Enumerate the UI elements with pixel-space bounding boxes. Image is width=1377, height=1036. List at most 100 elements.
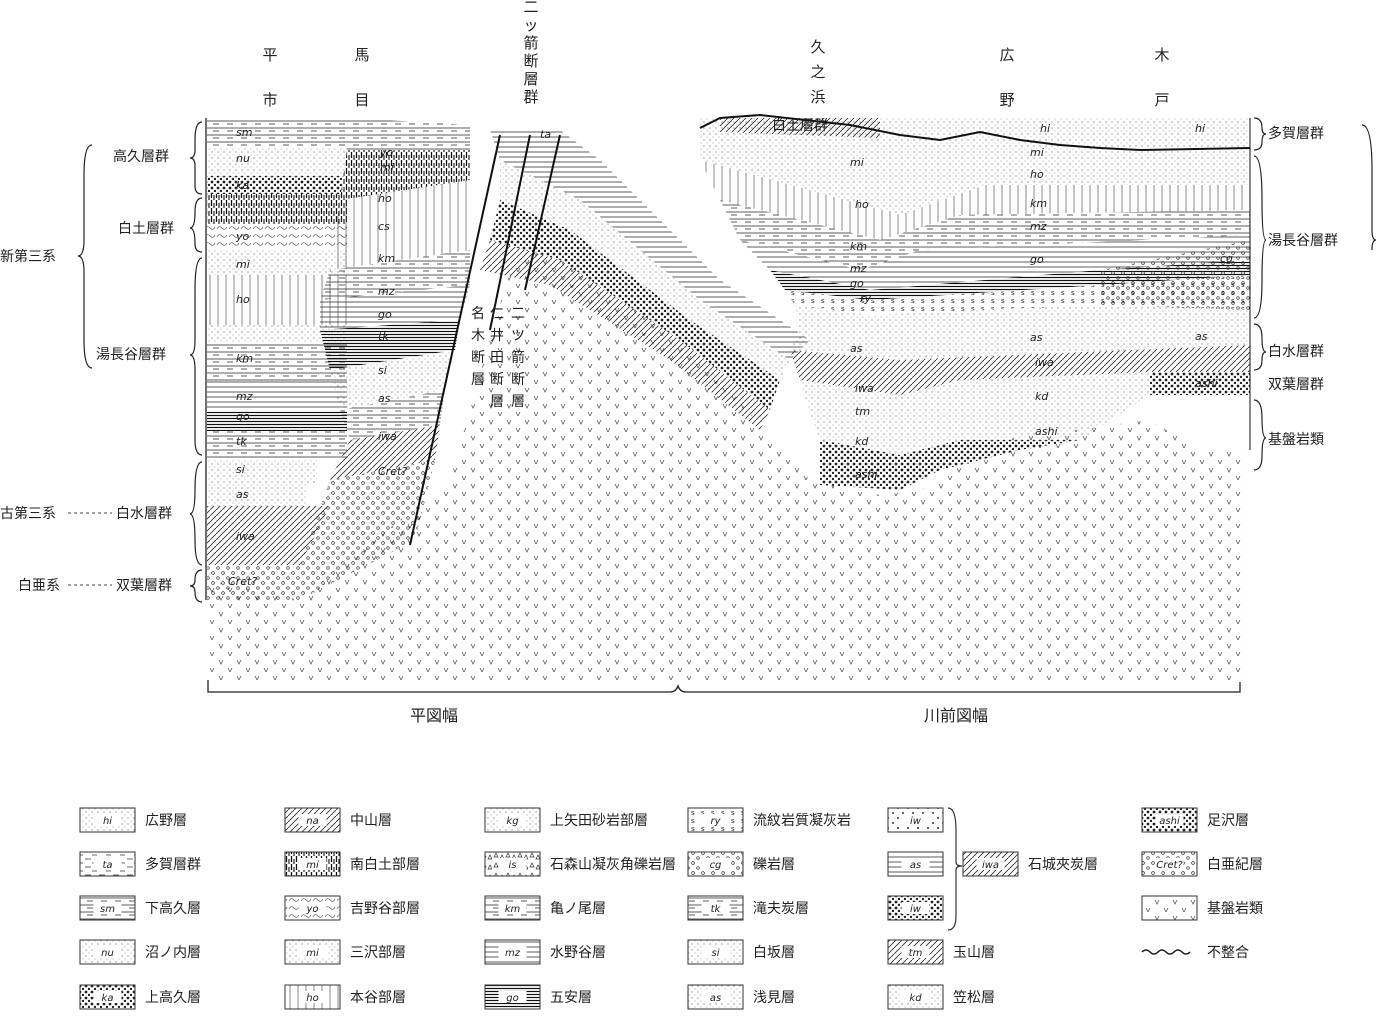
unit-code: yo — [379, 146, 394, 159]
futatsuya-fault-char: 層 — [511, 394, 525, 410]
legend-label: 白坂層 — [753, 945, 795, 961]
legend-swatch: ho — [284, 984, 341, 1010]
fault-line-1 — [409, 134, 501, 546]
legend-code-bg — [901, 902, 930, 914]
unit-code: as — [236, 488, 249, 501]
legend-label: 三沢部層 — [350, 945, 406, 961]
unit-code: cg — [1220, 252, 1233, 265]
unit-code: Cret? — [228, 575, 257, 588]
legend-label: 吉野谷部層 — [350, 901, 420, 917]
unit-code: kd — [855, 435, 869, 448]
unit-code: si — [378, 364, 387, 377]
place-name-char: 野 — [999, 91, 1014, 109]
legend-label: 笠松層 — [953, 990, 995, 1006]
fault-name-char: 断 — [490, 372, 504, 388]
legend-swatch: km — [484, 895, 541, 921]
place-name-char: 久 — [810, 38, 825, 56]
legend-code: si — [712, 948, 720, 959]
legend-code-bg — [498, 814, 527, 826]
unit-code: mz — [378, 285, 395, 298]
fault-name-char: 層 — [471, 372, 485, 388]
legend-code-bg — [93, 902, 122, 914]
fault-name-char: 層 — [490, 394, 504, 410]
group-label-yunagaya-right: 湯長谷層群 — [1268, 232, 1338, 249]
legend-swatch — [1141, 949, 1191, 955]
legend-swatch: iw — [887, 895, 944, 921]
place-name-char: 群 — [523, 88, 538, 106]
legend-code-bg — [498, 902, 527, 914]
legend-label: 多賀層群 — [145, 856, 201, 873]
group-label-basement-right: 基盤岩類 — [1268, 431, 1324, 448]
left-block-strata — [207, 118, 347, 600]
group-label-takaku: 高久層群 — [113, 148, 169, 165]
legend-swatch: ashi — [1141, 807, 1198, 833]
legend-brace-iwaki — [947, 807, 963, 931]
unit-code: ashi — [1035, 425, 1058, 438]
place-name-char: 馬 — [354, 46, 369, 64]
fault-name-char: 仁 — [490, 306, 504, 322]
right-basin-strata — [700, 118, 1250, 490]
system-label-cretaceous: 白亜系 — [18, 578, 60, 594]
unit-code: ho — [855, 198, 869, 211]
unit-code: km — [378, 252, 395, 265]
place-name-char: 之 — [810, 63, 825, 81]
legend-label: 本谷部層 — [350, 990, 406, 1006]
legend-code: iw — [910, 816, 922, 827]
legend-code: cg — [710, 860, 722, 871]
legend-code-bg — [1155, 814, 1184, 826]
legend-label: 中山層 — [350, 813, 392, 829]
legend-swatch: hi — [79, 807, 136, 833]
unit-code: ka — [236, 179, 249, 192]
unit-code: as — [850, 342, 863, 355]
legend-label: 上矢田砂岩部層 — [550, 813, 648, 829]
legend-code: kd — [909, 993, 922, 1004]
legend-label: 足沢層 — [1207, 813, 1249, 829]
legend-swatch: kd — [887, 984, 944, 1010]
legend-code-bg — [701, 814, 730, 826]
legend-code: mz — [505, 948, 521, 959]
brace-neogene-right — [1361, 124, 1377, 251]
unit-code: si — [236, 463, 245, 476]
sheet-label-taira: 平図幅 — [410, 706, 458, 725]
legend-code-bg — [298, 814, 327, 826]
legend-code-bg — [298, 946, 327, 958]
legend-code: nu — [101, 948, 114, 959]
legend-code-bg — [498, 991, 527, 1003]
legend-swatch: yo — [284, 895, 341, 921]
legend-code-bg — [701, 991, 730, 1003]
unit-code: kd — [1035, 390, 1049, 403]
futatsuya-fault-char: 箭 — [511, 349, 525, 366]
unit-code: km — [850, 240, 867, 253]
unit-code: sm — [236, 126, 252, 139]
legend-swatch: sm — [79, 895, 136, 921]
legend-code: as — [910, 860, 921, 871]
legend-label: 不整合 — [1207, 945, 1249, 961]
unit-code: iwa — [855, 382, 874, 395]
legend-code: mi — [306, 860, 319, 871]
unit-code: go — [378, 308, 392, 321]
legend-code: iwa — [982, 860, 999, 871]
fault-name-char: 名 — [471, 306, 485, 322]
legend-code: na — [306, 816, 318, 827]
legend-label: 白亜紀層 — [1207, 857, 1263, 873]
unit-code: ho — [236, 293, 250, 306]
legend-code-bg — [1155, 858, 1184, 870]
brace-shirado — [189, 197, 203, 253]
unit-code: as — [1030, 331, 1043, 344]
legend-code: as — [710, 993, 721, 1004]
legend-swatch-box — [1141, 895, 1198, 921]
sheet-label-kawamae: 川前図幅 — [924, 706, 988, 725]
legend-swatch-box — [687, 939, 744, 965]
unit-code: mz — [1030, 220, 1047, 233]
unit-code: tk — [378, 330, 389, 343]
legend-code: iw — [910, 904, 922, 915]
middle-block-strata — [300, 118, 470, 600]
legend-code: ry — [710, 816, 721, 827]
brace-yunagaya — [189, 257, 203, 456]
legend-swatch: iwa — [962, 851, 1019, 877]
unit-code: iwa — [378, 430, 397, 443]
unit-code: go — [850, 277, 864, 290]
group-label-shiramizu: 白水層群 — [116, 506, 172, 522]
futatsuya-fault-char: 二 — [511, 306, 525, 322]
